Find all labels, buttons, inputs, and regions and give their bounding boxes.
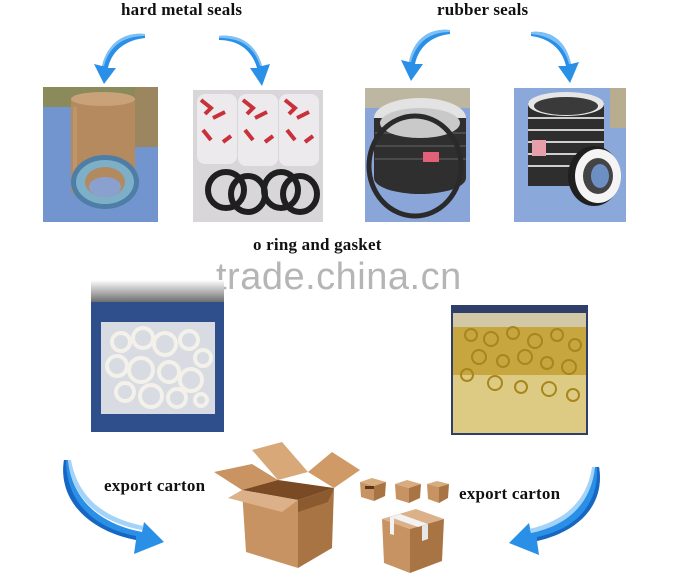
oring-photo-white <box>91 280 224 432</box>
open-carton-box-icon <box>214 442 360 568</box>
small-carton-box-icon <box>395 480 421 503</box>
small-carton-box-icon <box>360 478 386 501</box>
curved-arrow-icon <box>401 29 450 82</box>
rubber-seal-photo-1 <box>365 88 470 222</box>
hard-metal-seals-label: hard metal seals <box>121 0 243 19</box>
o-ring-gasket-label: o ring and gasket <box>253 235 382 254</box>
oring-photo-yellow <box>451 305 588 435</box>
rubber-seal-photo-2 <box>514 88 626 222</box>
curved-arrow-icon <box>531 31 579 84</box>
export-carton-label-right: export carton <box>459 484 561 503</box>
export-carton-label-left: export carton <box>104 476 206 495</box>
taped-carton-box-icon <box>382 509 444 573</box>
curved-arrow-icon <box>219 35 270 86</box>
curved-arrow-icon <box>63 460 164 554</box>
curved-arrow-icon <box>94 33 145 84</box>
hard-metal-seal-photo-2 <box>193 90 323 222</box>
rubber-seals-label: rubber seals <box>437 0 529 19</box>
curved-arrow-icon <box>509 467 600 555</box>
small-carton-box-icon <box>427 481 449 503</box>
hard-metal-seal-photo-1 <box>43 87 158 222</box>
watermark-text: trade.china.cn <box>216 256 462 298</box>
